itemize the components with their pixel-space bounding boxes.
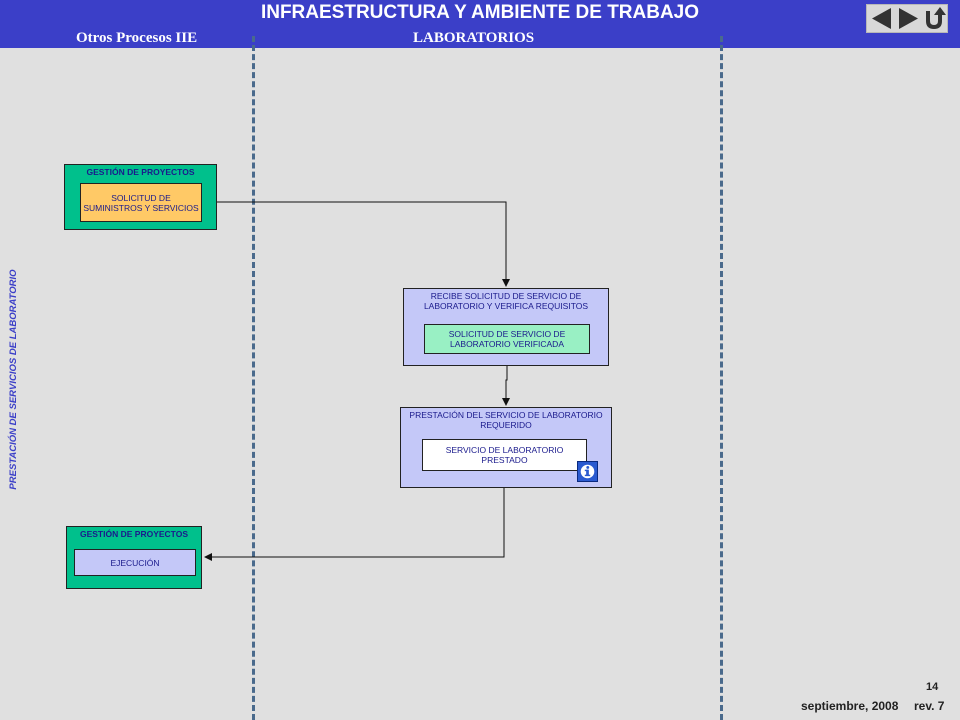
gestion-proyectos-title: GESTIÓN DE PROYECTOS — [86, 167, 195, 177]
lane-divider — [720, 36, 723, 720]
gestion-proyectos-box[interactable]: GESTIÓN DE PROYECTOS EJECUCIÓN — [66, 526, 202, 589]
gestion-proyectos-box[interactable]: GESTIÓN DE PROYECTOS SOLICITUD DE SUMINI… — [64, 164, 217, 230]
back-button[interactable] — [869, 5, 895, 32]
recibe-solicitud-title: RECIBE SOLICITUD DE SERVICIO DE LABORATO… — [423, 291, 589, 311]
triangle-left-icon — [872, 8, 891, 29]
footer-date: septiembre, 2008 — [801, 699, 899, 713]
connector-solicitud-to-recibe — [201, 201, 510, 287]
lane-label-otros-procesos: Otros Procesos IIE — [76, 30, 198, 46]
recibe-solicitud-box[interactable]: RECIBE SOLICITUD DE SERVICIO DE LABORATO… — [403, 288, 609, 366]
ejecucion-item[interactable]: EJECUCIÓN — [74, 549, 196, 576]
prestacion-servicio-title: PRESTACIÓN DEL SERVICIO DE LABORATORIO R… — [409, 410, 603, 430]
footer-revision: rev. 7 — [914, 699, 945, 713]
page-title: INFRAESTRUCTURA Y AMBIENTE DE TRABAJO — [260, 2, 700, 23]
info-icon[interactable] — [577, 461, 598, 482]
solicitud-verificada-item[interactable]: SOLICITUD DE SERVICIO DE LABORATORIO VER… — [424, 324, 590, 354]
prestacion-servicio-box[interactable]: PRESTACIÓN DEL SERVICIO DE LABORATORIO R… — [400, 407, 612, 488]
process-side-label-text: PRESTACIÓN DE SERVICIOS DE LABORATORIO — [8, 269, 19, 490]
gestion-proyectos-title: GESTIÓN DE PROYECTOS — [79, 529, 188, 539]
return-button[interactable] — [921, 5, 947, 32]
process-side-label: PRESTACIÓN DE SERVICIOS DE LABORATORIO — [8, 262, 20, 497]
solicitud-suministros-item[interactable]: SOLICITUD DE SUMINISTROS Y SERVICIOS — [80, 183, 202, 222]
lane-divider — [252, 36, 255, 720]
navigation-controls — [866, 4, 948, 33]
servicio-prestado-item[interactable]: SERVICIO DE LABORATORIO PRESTADO — [422, 439, 587, 471]
forward-button[interactable] — [895, 5, 921, 32]
header-bar: INFRAESTRUCTURA Y AMBIENTE DE TRABAJO Ot… — [0, 0, 960, 48]
page-number: 14 — [926, 681, 939, 693]
lane-label-laboratorios: LABORATORIOS — [413, 30, 535, 46]
triangle-right-icon — [899, 8, 918, 29]
u-turn-icon — [926, 7, 946, 30]
info-glyph — [580, 464, 595, 479]
